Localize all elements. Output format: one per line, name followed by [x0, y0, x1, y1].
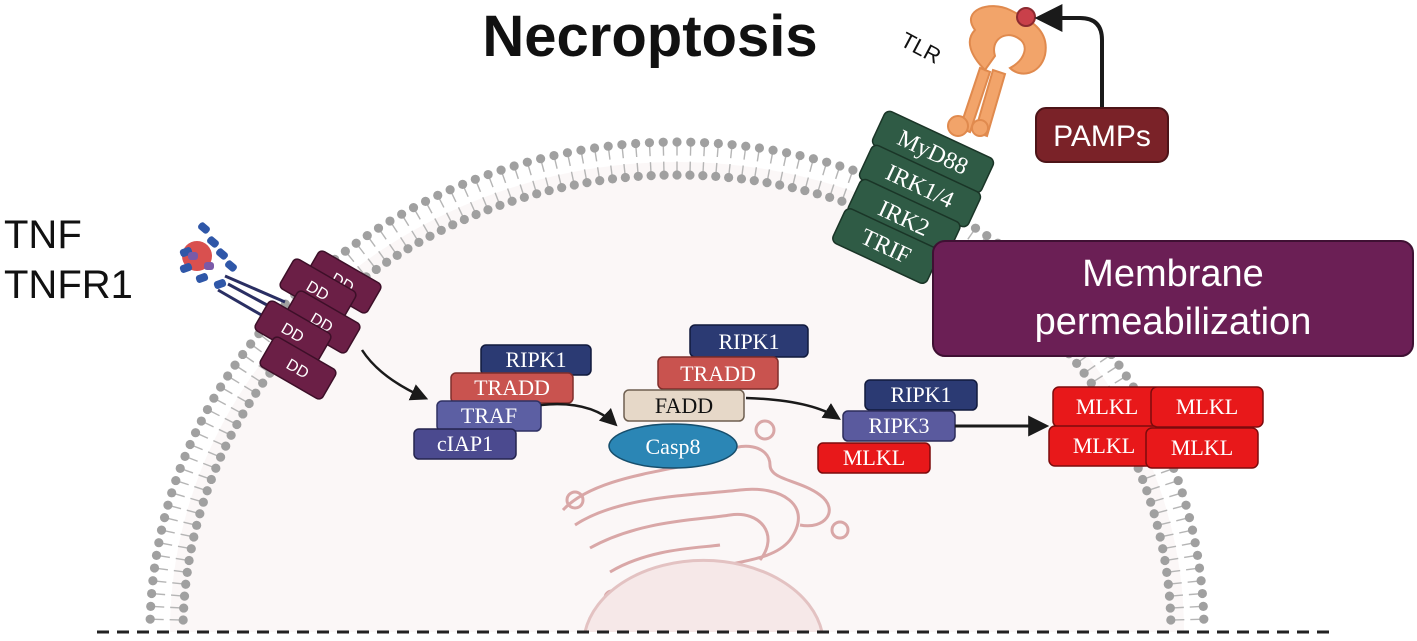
mlkl-label: MLKL: [843, 445, 905, 470]
pamps-label: PAMPs: [1053, 120, 1151, 153]
arrow-fadd-to-necrosome: [745, 396, 841, 420]
ciap1-label: cIAP1: [437, 431, 493, 456]
mlkl-oligomer: MLKL MLKL MLKL MLKL: [1048, 386, 1264, 469]
pamps-box: [1035, 107, 1169, 163]
mlkl-label: MLKL: [1176, 394, 1238, 419]
mlkl-label: MLKL: [1076, 394, 1138, 419]
mlkl-label: MLKL: [1073, 433, 1135, 458]
membrane-permeabilization-line1: Membrane: [1082, 253, 1264, 295]
arrow-traf-to-fadd: [540, 402, 618, 427]
arrow-dd-to-complex: [360, 349, 429, 401]
casp8-label: Casp8: [646, 434, 701, 459]
membrane-permeabilization-line2: permeabilization: [1035, 301, 1312, 343]
tradd-complex: RIPK1 TRADD TRAF cIAP1: [413, 344, 592, 460]
endoplasmic-reticulum: [561, 419, 850, 633]
tnf-label: TNF: [4, 213, 82, 257]
membrane-permeabilization-box: [932, 240, 1414, 357]
ripk3-label: RIPK3: [868, 413, 929, 438]
tradd-label: TRADD: [680, 361, 756, 386]
fadd-label: FADD: [655, 393, 713, 418]
page-title: Necroptosis: [482, 4, 817, 69]
pamp-ligand-icon: [1016, 7, 1036, 27]
ripk1-label: RIPK1: [718, 329, 779, 354]
traf-label: TRAF: [461, 403, 517, 428]
tnfr1-label: TNFR1: [4, 263, 133, 307]
ripk1-label: RIPK1: [505, 347, 566, 372]
tradd-label: TRADD: [474, 375, 550, 400]
pamps-arrow: [1034, 3, 1104, 108]
death-domain: DD: [259, 336, 337, 400]
death-domain-stack: DD DD DD DD DD: [254, 250, 382, 400]
death-domain: DD: [279, 258, 357, 322]
ripk1-label: RIPK1: [890, 382, 951, 407]
tlr-label: TLR: [897, 27, 945, 69]
mlkl-label: MLKL: [1171, 435, 1233, 460]
necrosome-complex: RIPK1 RIPK3 MLKL: [817, 379, 978, 474]
fadd-complex: RIPK1 TRADD FADD Casp8: [608, 324, 809, 469]
